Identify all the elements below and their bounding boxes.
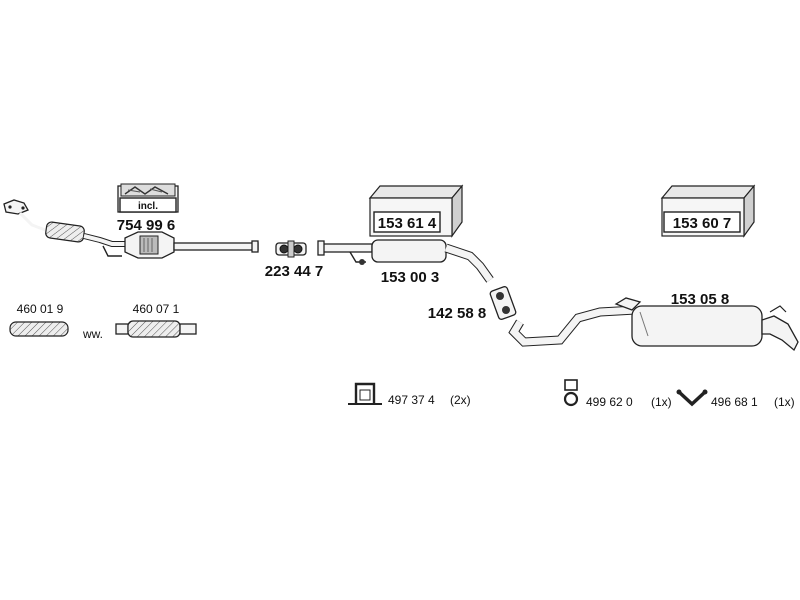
rear-box-number: 153 60 7 <box>673 215 731 232</box>
rear-silencer-box-icon <box>660 184 756 238</box>
clamp-icon <box>348 382 382 405</box>
rear-silencer-number: 153 05 8 <box>671 291 729 308</box>
flex-pipe-1-number: 460 01 9 <box>17 302 64 316</box>
hanger-qty: (1x) <box>774 395 795 409</box>
connector-2-number: 142 58 8 <box>428 305 486 322</box>
flex-pipe-1-icon <box>9 321 69 337</box>
middle-silencer-number: 153 00 3 <box>381 269 439 286</box>
clamp-number: 497 37 4 <box>388 393 435 407</box>
connector-clamp-1-icon <box>275 240 307 258</box>
rubber-mount-number: 499 62 0 <box>586 395 633 409</box>
catalyst-kit-box-label: incl. <box>138 201 158 212</box>
connector-clamp-2-icon <box>489 286 517 320</box>
rubber-mount-qty: (1x) <box>651 395 672 409</box>
front-pipe-catalyst-icon <box>3 199 259 259</box>
middle-silencer-icon <box>317 239 494 283</box>
connector-1-number: 223 44 7 <box>265 263 323 280</box>
hanger-icon <box>676 389 708 407</box>
clamp-qty: (2x) <box>450 393 471 407</box>
rear-silencer-icon <box>508 297 799 352</box>
catalyst-kit-number: 754 99 6 <box>117 217 175 234</box>
alternative-separator: ww. <box>82 327 103 341</box>
flex-pipe-2-icon <box>115 320 197 338</box>
rubber-mount-icon <box>563 379 579 407</box>
middle-silencer-box-icon <box>368 184 464 238</box>
hanger-number: 496 68 1 <box>711 395 758 409</box>
middle-box-number: 153 61 4 <box>378 215 437 232</box>
catalyst-kit-box-icon <box>117 183 179 213</box>
flex-pipe-2-number: 460 07 1 <box>133 302 180 316</box>
